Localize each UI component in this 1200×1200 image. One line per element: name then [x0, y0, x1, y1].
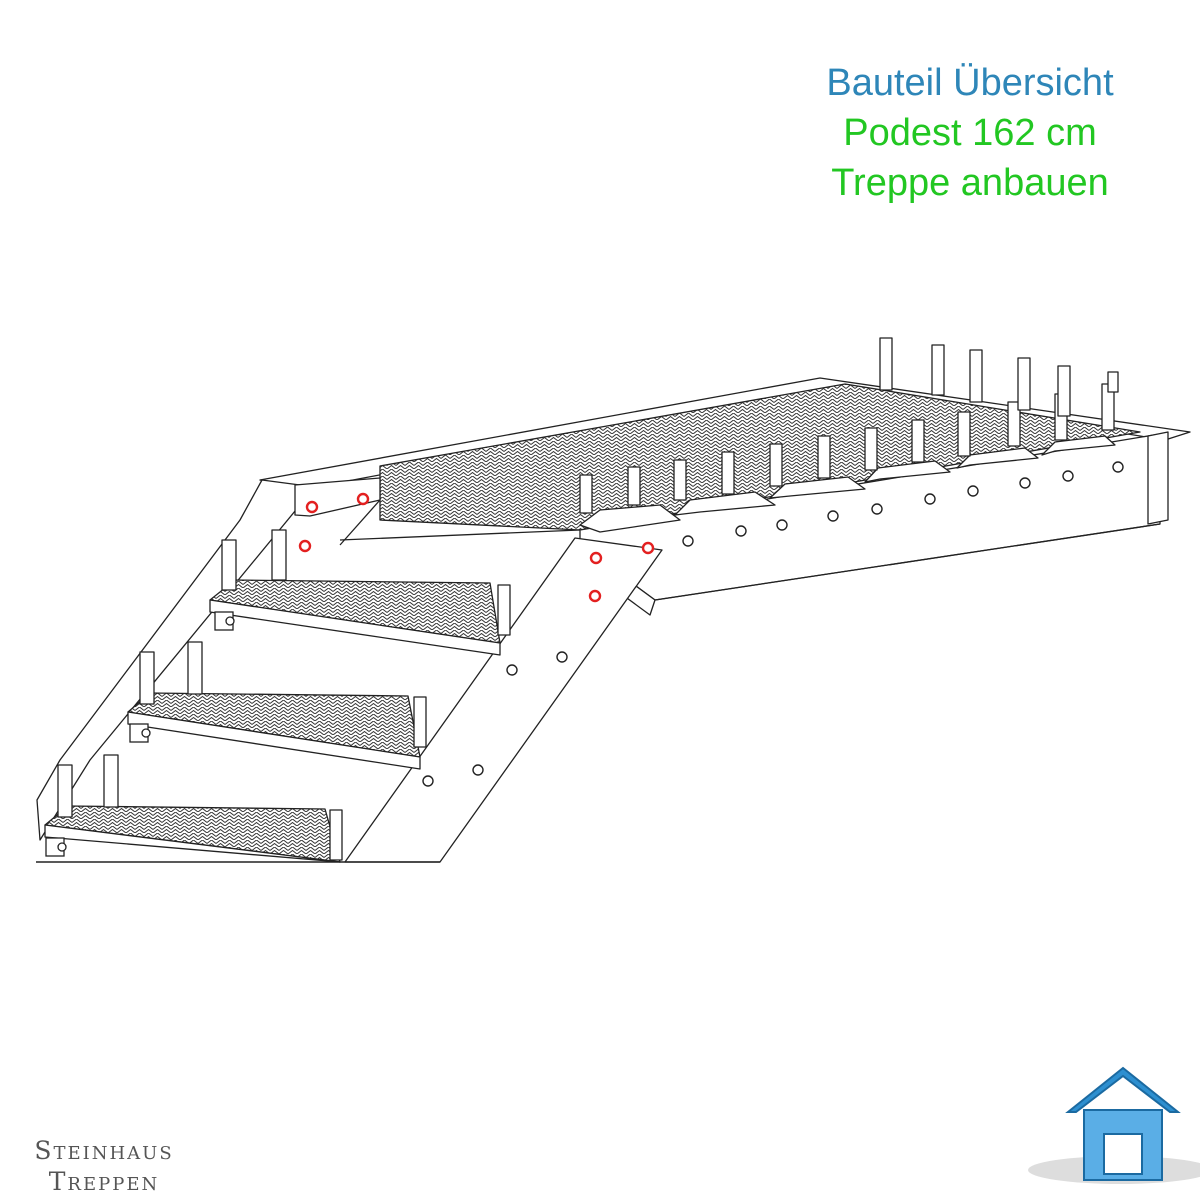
landing-end-plate [1147, 431, 1169, 525]
title-line-3: Treppe anbauen [831, 162, 1109, 205]
stair-posts [57, 529, 511, 861]
brand-line-1: Steinhaus [34, 1136, 174, 1165]
landing-gusset-6 [1041, 435, 1116, 456]
treads [44, 579, 501, 863]
landing-gusset-2 [674, 491, 776, 516]
highlighted-bolts [298, 492, 655, 603]
title-line-2: Podest 162 cm [843, 112, 1097, 155]
house-logo-icon [1028, 1066, 1200, 1184]
landing-grate [379, 383, 1141, 531]
landing-platform [259, 377, 1191, 616]
landing-gusset-5 [956, 447, 1039, 469]
brand-line-2: Treppen [48, 1167, 160, 1197]
back-stringer [36, 479, 301, 841]
wall-brackets [45, 611, 235, 857]
landing-gusset-1 [579, 504, 681, 533]
landing-posts [579, 337, 1119, 514]
landing-bolts [422, 461, 1124, 787]
brand-wordmark: Steinhaus Treppen [24, 1135, 184, 1198]
title-line-1: Bauteil Übersicht [826, 62, 1114, 104]
title-block: Bauteil Übersicht Podest 162 cm Treppe a… [770, 58, 1170, 208]
